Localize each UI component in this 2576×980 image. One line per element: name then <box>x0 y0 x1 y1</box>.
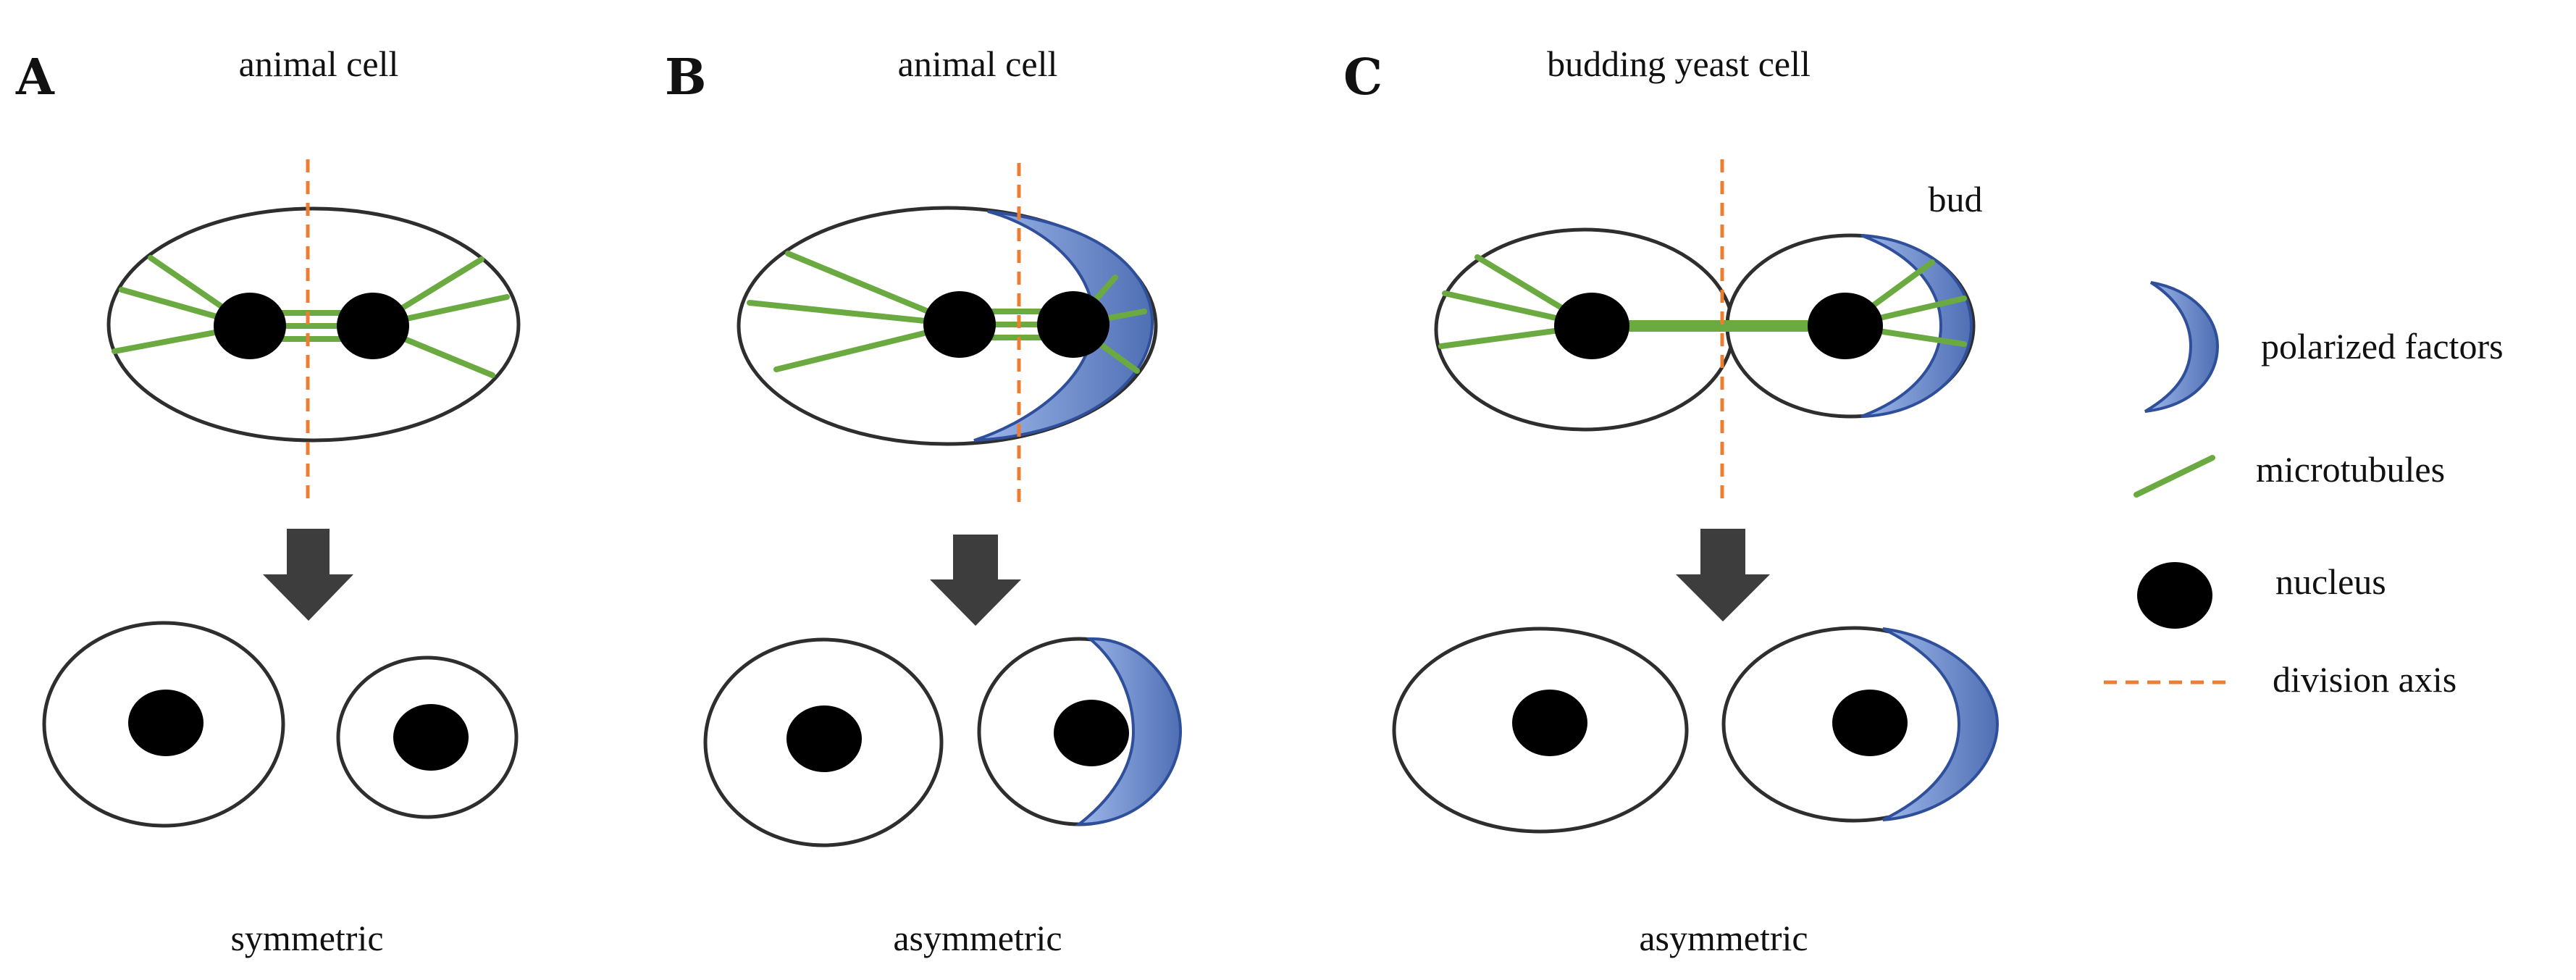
microtubule-icon <box>2134 455 2215 498</box>
legend-nucleus-label: nucleus <box>2275 561 2386 602</box>
nucleus <box>1808 293 1883 359</box>
panel-b-mother-cell <box>737 163 1158 506</box>
bud-label: bud <box>1929 179 1983 219</box>
polarized-factors-crescent <box>1075 637 1183 826</box>
nucleus <box>128 690 204 756</box>
nucleus <box>1054 700 1129 766</box>
panel-a-arrow <box>263 529 353 621</box>
panel-c-letter: C <box>1343 49 1383 106</box>
panel-c-title: budding yeast cell <box>1547 43 1811 84</box>
nucleus <box>1037 291 1109 358</box>
nucleus <box>214 293 286 359</box>
nucleus-icon <box>2137 562 2212 629</box>
panel-b-daughter-cells <box>703 637 1183 847</box>
down-arrow-icon <box>1676 529 1770 621</box>
panel-a-letter: A <box>15 49 55 106</box>
panel-a: A animal cell symmetric <box>15 43 521 958</box>
legend-polarized-factors: polarized factors <box>2144 281 2504 413</box>
polarized-factors-crescent <box>1860 234 1973 418</box>
nucleus <box>1512 690 1587 756</box>
panel-b-arrow <box>930 535 1021 626</box>
legend-microtubules-label: microtubules <box>2256 449 2445 490</box>
legend: polarized factors microtubules nucleus d… <box>2104 281 2504 700</box>
legend-division-axis-label: division axis <box>2273 659 2457 700</box>
legend-division-axis: division axis <box>2104 659 2457 700</box>
nucleus <box>1554 293 1629 359</box>
panel-c-arrow <box>1676 529 1770 621</box>
legend-polarized-factors-label: polarized factors <box>2261 326 2504 367</box>
nucleus <box>337 293 409 359</box>
polarized-factors-icon <box>2144 281 2220 413</box>
panel-c-outcome: asymmetric <box>1639 918 1808 958</box>
panel-b-title: animal cell <box>898 43 1058 84</box>
legend-microtubules: microtubules <box>2134 449 2445 498</box>
nucleus <box>1832 690 1908 756</box>
legend-nucleus: nucleus <box>2137 561 2386 629</box>
panel-a-title: animal cell <box>239 43 399 84</box>
down-arrow-icon <box>930 535 1021 626</box>
panel-b-letter: B <box>665 49 706 106</box>
panel-b: B animal cell asym <box>665 43 1183 958</box>
polarized-factors-crescent <box>1882 627 2000 821</box>
panel-a-daughter-cells <box>42 621 519 828</box>
panel-a-outcome: symmetric <box>230 918 383 958</box>
nucleus <box>923 291 996 358</box>
nucleus <box>786 705 862 772</box>
panel-c: C budding yeast cell bud <box>1343 43 2000 958</box>
panel-b-outcome: asymmetric <box>893 918 1062 958</box>
panel-a-mother-cell <box>106 159 521 507</box>
panel-c-mother-cell <box>1434 159 1976 503</box>
polarized-factors-crescent <box>973 210 1154 442</box>
nucleus <box>393 704 469 771</box>
down-arrow-icon <box>263 529 353 621</box>
panel-c-daughter-cells <box>1392 626 2000 834</box>
